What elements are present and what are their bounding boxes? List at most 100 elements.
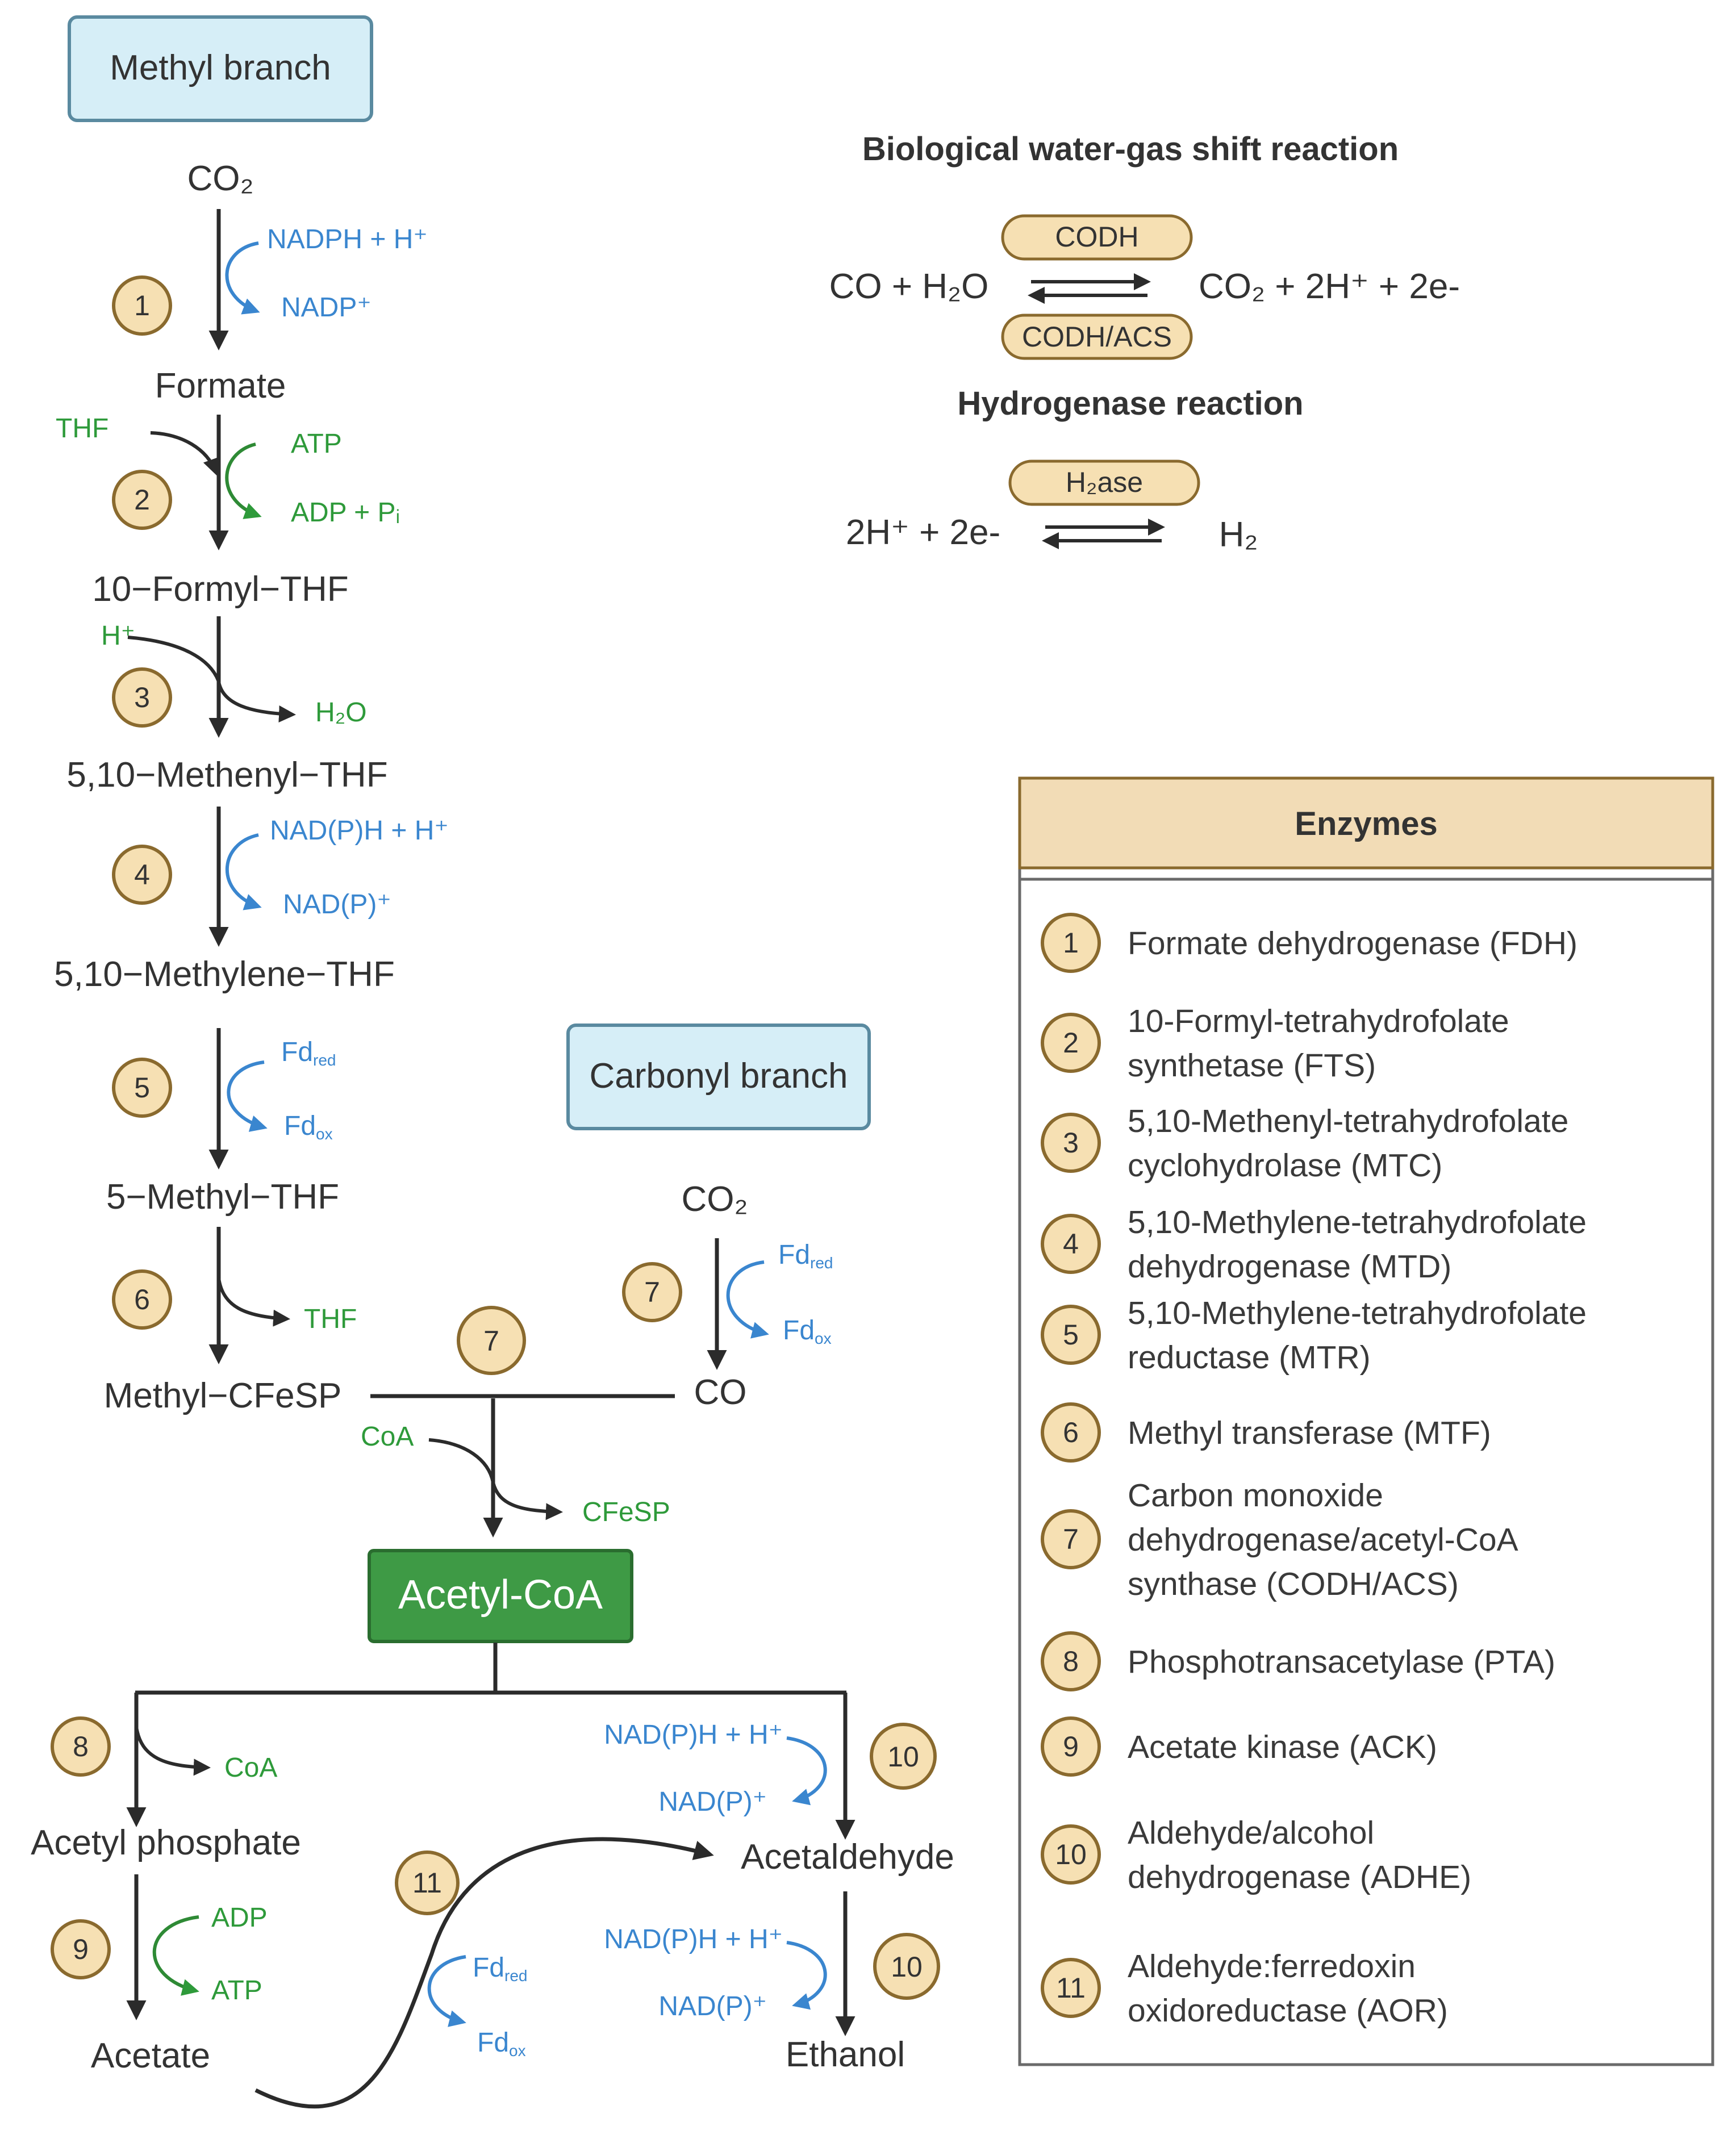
enzyme-name-line: 10-Formyl-tetrahydrofolate <box>1128 1003 1509 1039</box>
acetyl-phosphate-label: Acetyl phosphate <box>31 1823 301 1862</box>
step-badge-9: 9 <box>51 1919 111 1979</box>
svg-text:11: 11 <box>412 1867 442 1899</box>
svg-text:CODH: CODH <box>1055 221 1138 253</box>
step-badge-7b: 7 <box>457 1306 526 1375</box>
enzyme-name-line: Acetate kinase (ACK) <box>1128 1729 1437 1765</box>
enzyme-number: 4 <box>1063 1228 1079 1260</box>
enzyme-number-badge <box>1041 1509 1101 1569</box>
step-badge-5: 5 <box>112 1058 172 1118</box>
enzyme-number: 9 <box>1063 1731 1079 1762</box>
cofactor-coa-in: CoA <box>361 1422 414 1452</box>
enzyme-name-line: cyclohydrolase (MTC) <box>1128 1147 1442 1184</box>
enzyme-number: 2 <box>1063 1027 1079 1059</box>
hydrogenase-right: H₂ <box>1219 515 1258 554</box>
cofactor-nadph-p: NAD(P)H + H⁺ <box>270 816 449 846</box>
cofactor-arrow-step1 <box>225 241 260 315</box>
cofactor-adp-pi: ADP + Pᵢ <box>291 498 400 528</box>
coa-out-arrow <box>135 1726 211 1776</box>
methyl-thf-label: 5−Methyl−THF <box>106 1177 339 1217</box>
svg-text:10: 10 <box>887 1741 919 1773</box>
acetaldehyde-label: Acetaldehyde <box>741 1837 954 1877</box>
enzyme-number-badge <box>1041 1305 1101 1365</box>
enzyme-number: 8 <box>1063 1645 1079 1677</box>
wgs-enzyme-codh: CODH <box>1001 214 1193 261</box>
enzyme-name-line: oxidoreductase (AOR) <box>1128 1992 1448 2029</box>
enzyme-row: 35,10-Methenyl-tetrahydrofolatecyclohydr… <box>1041 1103 1568 1184</box>
acetyl-coa-label: Acetyl-CoA <box>398 1572 603 1618</box>
enzyme-row: 55,10-Methylene-tetrahydrofolatereductas… <box>1041 1295 1587 1376</box>
step-badge-10a: 10 <box>870 1723 937 1790</box>
enzyme-number-badge <box>1041 1402 1101 1463</box>
enzyme-name-line: synthetase (FTS) <box>1128 1047 1376 1084</box>
step-badge-1: 1 <box>112 275 172 336</box>
cofactor-fd-red-1: Fdred <box>281 1037 336 1069</box>
enzyme-row: 2 10-Formyl-tetrahydrofolate synthetase (F… <box>1041 1003 1509 1084</box>
thf-out-arrow <box>217 1277 290 1327</box>
wgs-left: CO + H₂O <box>829 267 989 306</box>
cofactor-nadph-p-3: NAD(P)H + H⁺ <box>604 1924 783 1954</box>
wgs-enzyme-codh-acs: CODH/ACS <box>1001 314 1193 360</box>
step-badge-6: 6 <box>112 1269 172 1330</box>
enzyme-name-line: dehydrogenase (MTD) <box>1128 1248 1451 1285</box>
enzyme-name-line: Aldehyde/alcohol <box>1128 1815 1374 1851</box>
step-badge-2: 2 <box>112 470 172 530</box>
cofactor-coa-out: CoA <box>224 1753 277 1783</box>
enzyme-number-badge <box>1041 1716 1101 1777</box>
cofactor-nadp: NADP⁺ <box>281 293 372 323</box>
cofactor-atp2: ATP <box>211 1975 262 2006</box>
step-badge-11: 11 <box>395 1850 460 1915</box>
atp-arrow-step2 <box>225 442 262 519</box>
svg-text:7: 7 <box>644 1276 660 1308</box>
enzyme-name-line: dehydrogenase (ADHE) <box>1128 1859 1471 1895</box>
enzyme-number-badge <box>1041 1013 1101 1073</box>
step-badge-7a: 7 <box>622 1262 682 1322</box>
co-label: CO <box>694 1373 747 1412</box>
carbonyl-co2: CO₂ <box>681 1180 748 1219</box>
enzyme-name-line: Methyl transferase (MTF) <box>1128 1415 1491 1451</box>
cofactor-adp: ADP <box>211 1903 268 1933</box>
enzyme-number: 6 <box>1063 1417 1079 1448</box>
enzyme-name-line: 5,10-Methylene-tetrahydrofolate <box>1128 1295 1587 1331</box>
cofactor-fd-ox-3: Fdox <box>477 2028 526 2060</box>
cofactor-arrow-step10b <box>786 1941 827 2010</box>
enzyme-row: 6 Methyl transferase (MTF) <box>1041 1402 1491 1463</box>
step-badge-3: 3 <box>112 667 172 728</box>
cofactor-arrow-step10a <box>786 1736 827 1806</box>
cofactor-thf-in: THF <box>56 413 108 444</box>
cofactor-h-plus: H⁺ <box>101 621 135 651</box>
enzyme-name-line: Formate dehydrogenase (FDH) <box>1128 925 1578 962</box>
enzyme-name-line: Carbon monoxide <box>1128 1477 1383 1514</box>
methylene-thf-label: 5,10−Methylene−THF <box>54 955 395 994</box>
enzyme-name-line: Aldehyde:ferredoxin <box>1128 1948 1416 1985</box>
cofactor-thf-out: THF <box>304 1304 357 1334</box>
acetyl-coa-box: Acetyl-CoA <box>368 1549 633 1643</box>
enzyme-name-line: Phosphotransacetylase (PTA) <box>1128 1644 1555 1680</box>
methyl-branch-label: Methyl branch <box>110 48 331 87</box>
enzyme-number-badge <box>1041 1958 1101 2018</box>
svg-text:CODH/ACS: CODH/ACS <box>1022 321 1172 353</box>
cofactor-fd-red-3: Fdred <box>473 1953 527 1985</box>
acetate-label: Acetate <box>91 2036 210 2075</box>
svg-text:2: 2 <box>134 484 150 516</box>
carbonyl-branch-label: Carbonyl branch <box>590 1056 848 1096</box>
methenyl-thf-label: 5,10−Methenyl−THF <box>66 755 387 795</box>
step-badge-8: 8 <box>51 1716 111 1777</box>
cofactor-arrow-carbonyl <box>726 1260 769 1339</box>
coa-cfesp-arrow <box>428 1438 563 1520</box>
enzyme-row: 45,10-Methylene-tetrahydrofolatedehydrog… <box>1041 1204 1587 1285</box>
cofactor-fd-ox-1: Fdox <box>284 1111 333 1143</box>
cofactor-atp: ATP <box>291 429 342 459</box>
enzyme-number-badge <box>1041 1214 1101 1274</box>
enzyme-row: 9 Acetate kinase (ACK) <box>1041 1716 1437 1777</box>
enzyme-name-line: reductase (MTR) <box>1128 1339 1371 1376</box>
enzyme-number: 3 <box>1063 1127 1079 1159</box>
formate-label: Formate <box>155 366 286 406</box>
svg-text:H₂ase: H₂ase <box>1066 466 1143 498</box>
cofactor-fd-red-2: Fdred <box>778 1240 833 1272</box>
